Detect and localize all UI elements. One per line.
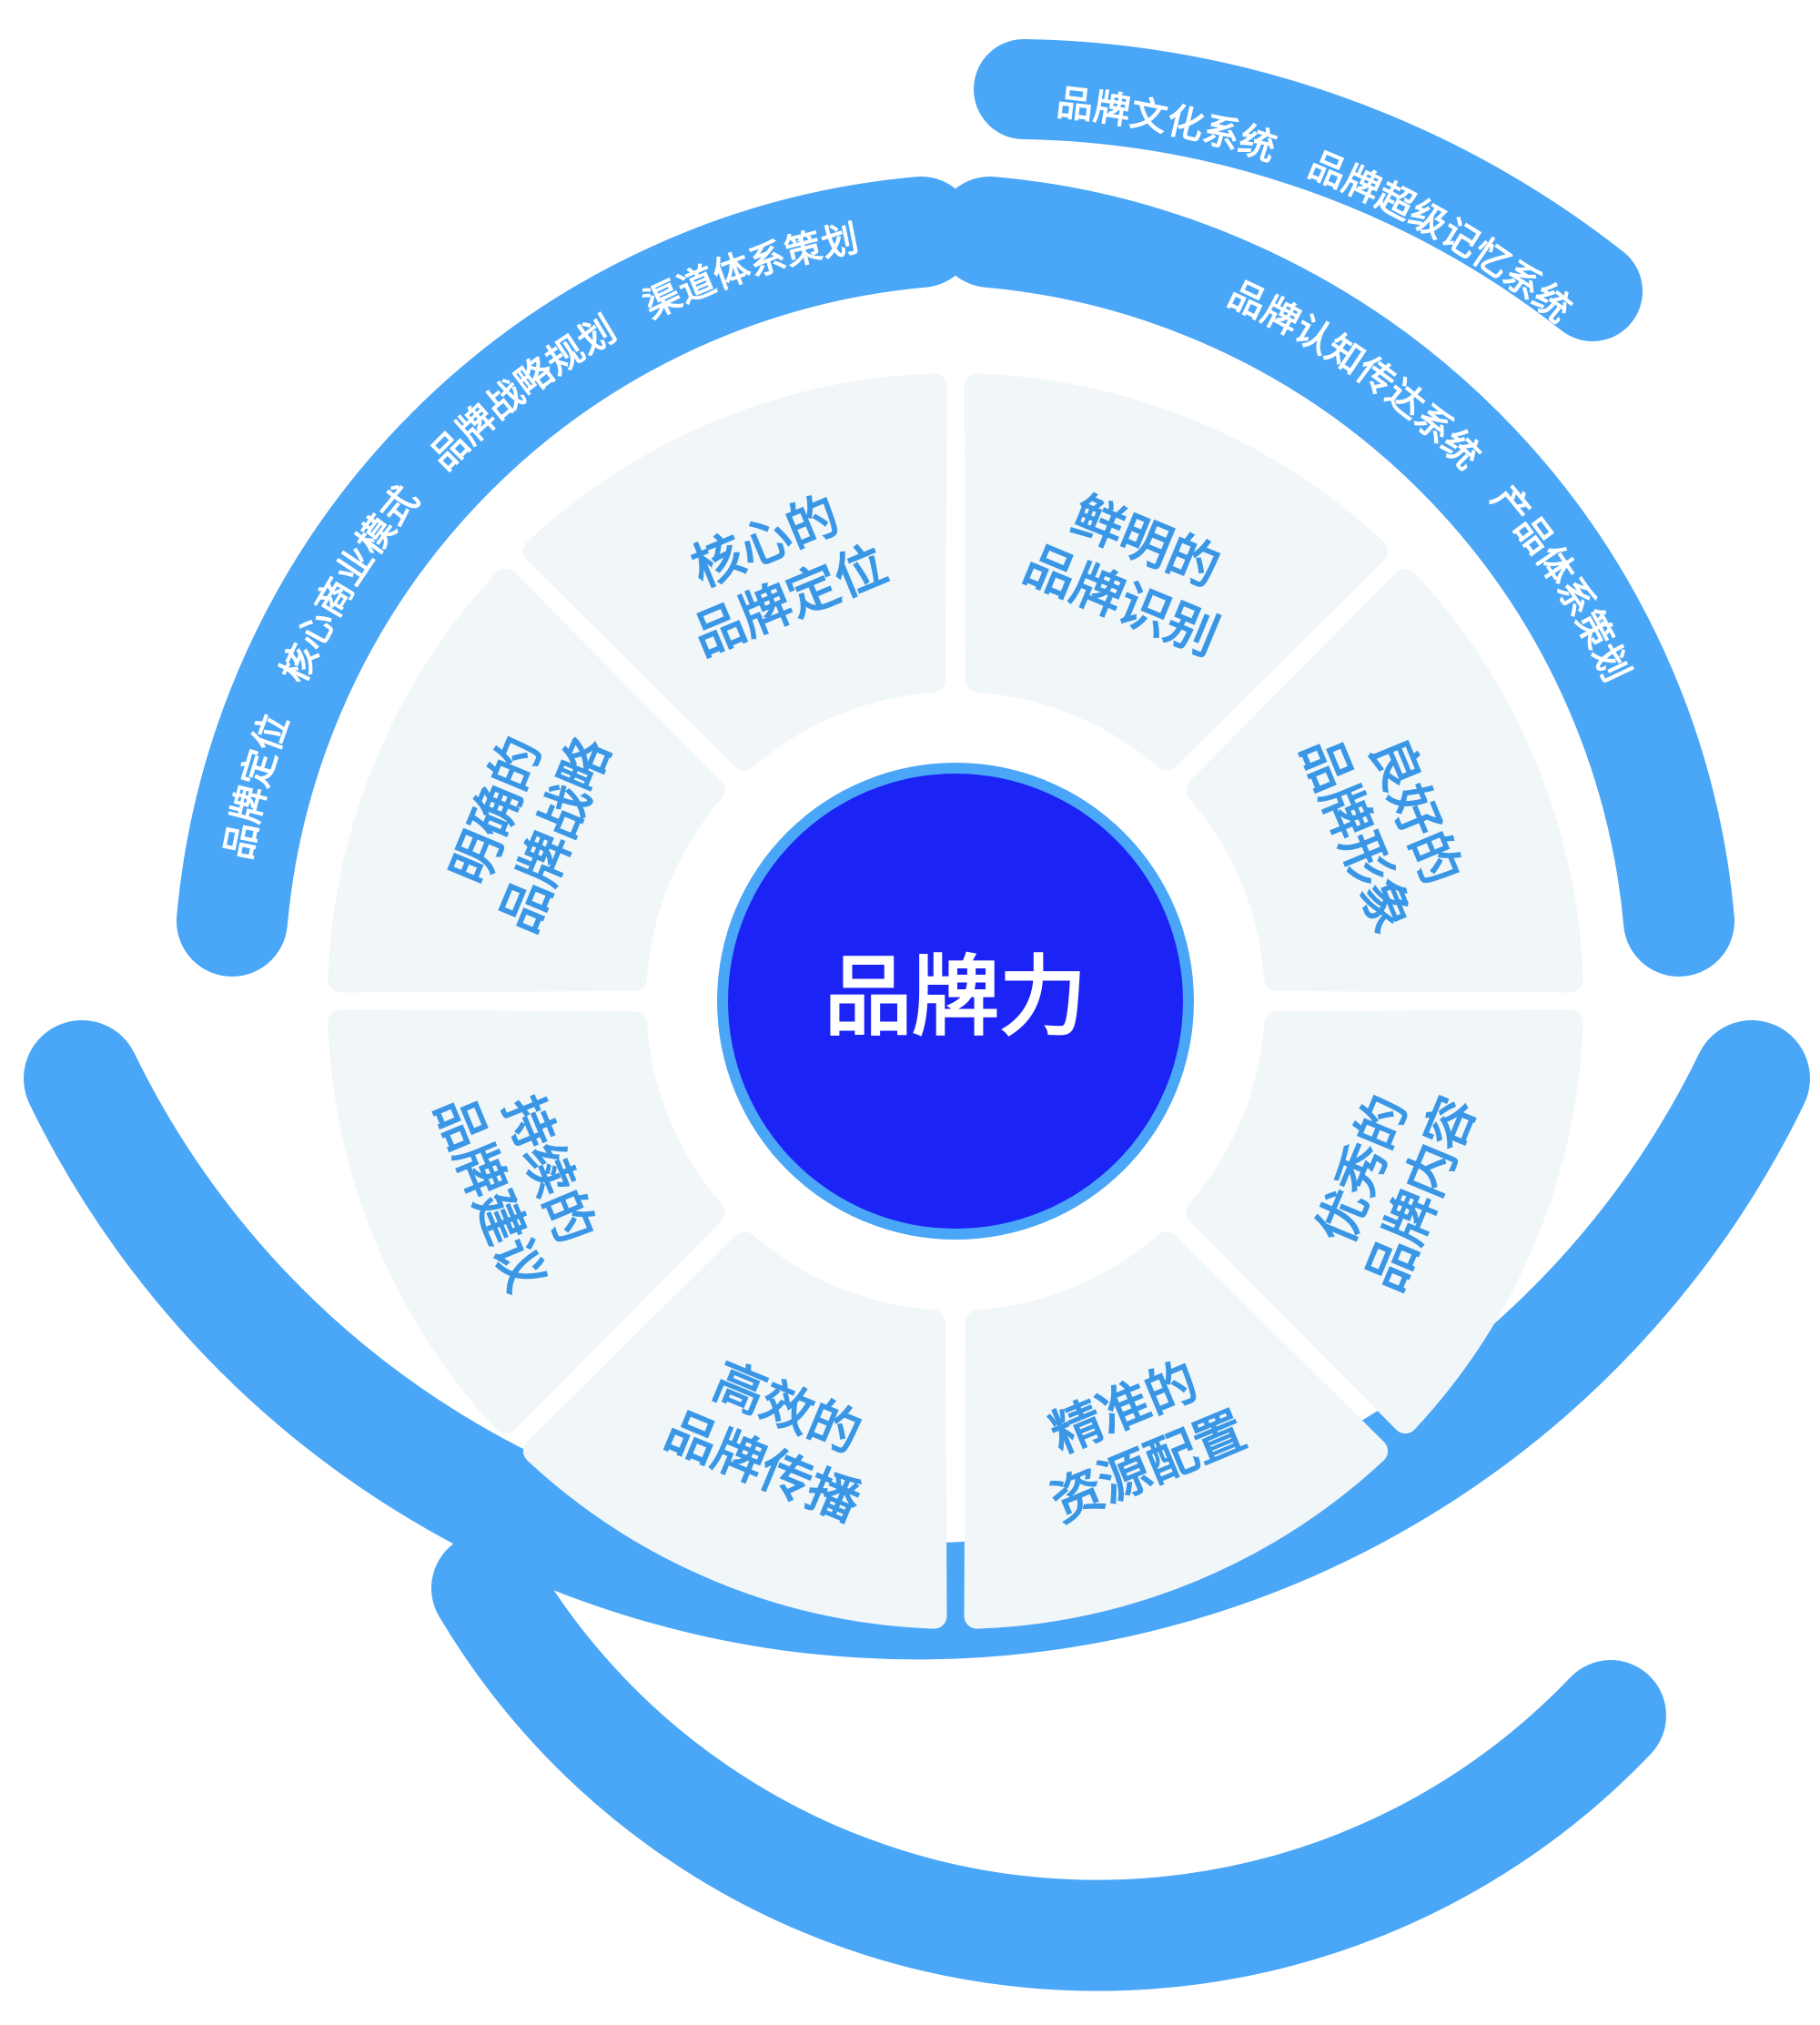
sector-ring: 核心的品牌定位鲜明的品牌识别良好的品牌形象优秀的品牌内容精准的资源配置高效的品牌… bbox=[328, 373, 1583, 1629]
sector-3 bbox=[1186, 568, 1583, 993]
marketing-band bbox=[431, 1533, 1666, 1991]
sector-5 bbox=[964, 1231, 1389, 1629]
sector-1 bbox=[522, 373, 947, 771]
sector-8 bbox=[328, 568, 725, 993]
marketing-band-text: 整合营销传播 bbox=[1135, 1756, 1362, 1809]
sector-4 bbox=[1186, 1009, 1583, 1434]
culture-band bbox=[974, 39, 1643, 341]
sector-2 bbox=[964, 373, 1389, 771]
sector-7 bbox=[328, 1009, 725, 1434]
core-label: 品牌力 bbox=[824, 946, 1087, 1048]
cognition-band bbox=[935, 177, 1734, 977]
core-disc bbox=[728, 774, 1183, 1229]
sector-6 bbox=[522, 1231, 947, 1629]
strategy-band bbox=[177, 177, 976, 977]
